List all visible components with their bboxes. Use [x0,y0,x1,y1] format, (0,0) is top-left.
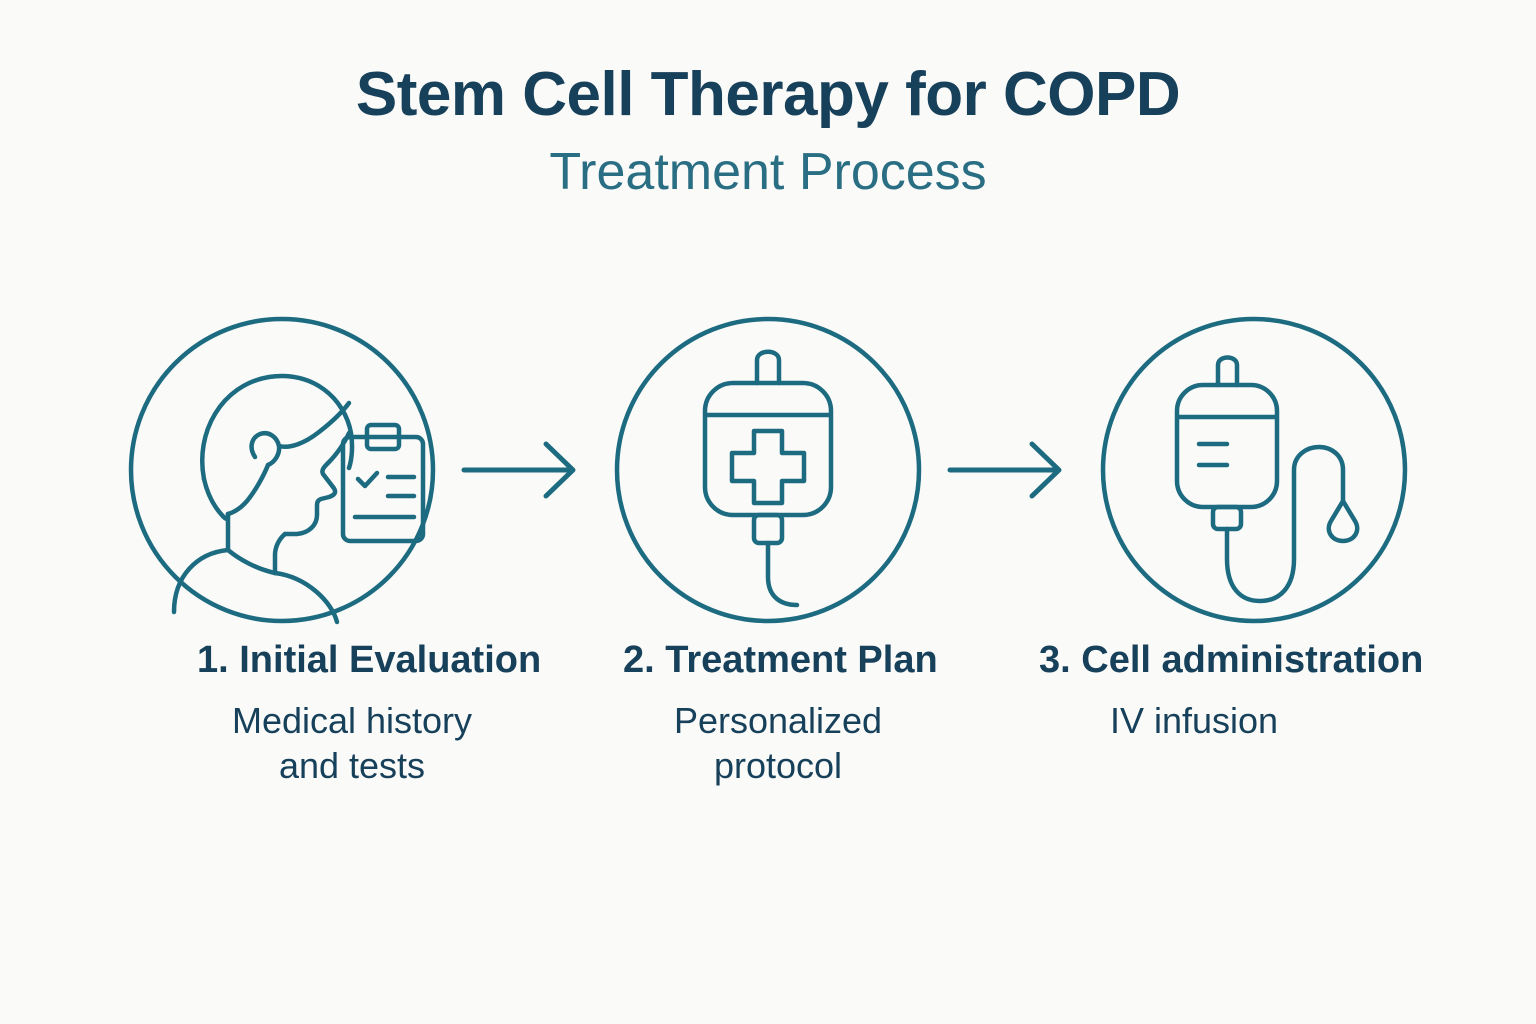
bag-hanger [1215,355,1240,388]
iv-tube [1224,444,1346,604]
step-2-description: Personalized protocol [623,698,933,788]
step-1-caption: 1. Initial Evaluation Medical history an… [197,639,542,788]
step-1-icon-circle [127,315,437,625]
step-1-desc-line-1: Medical history [231,699,473,741]
step-2-icon-circle [613,315,923,625]
step-2-title: 2. Treatment Plan [623,639,938,681]
connector-arrow-2 [923,410,1099,530]
step-2-desc-line-2: protocol [713,744,843,786]
connector-arrow-1 [437,410,613,530]
iv-bag-medical-cross-icon [614,316,922,624]
step-3-title: 3. Cell administration [1039,639,1424,681]
step-2-desc-line-1: Personalized [673,699,883,741]
header: Stem Cell Therapy for COPD Treatment Pro… [0,62,1536,203]
patient-profile-clipboard-icon [128,316,436,625]
bag-valve [751,512,785,546]
step-3-caption: 3. Cell administration IV infusion [1039,639,1424,743]
circle-outline [128,316,436,624]
step-3-desc-line-1: IV infusion [1109,699,1279,741]
medical-cross [729,428,807,506]
step-3-icon-circle [1099,315,1409,625]
step-1-desc-line-2: and tests [278,744,426,786]
step-2-caption: 2. Treatment Plan Personalized protocol [623,639,938,788]
bag-hanger [754,349,782,386]
step-captions-row: 1. Initial Evaluation Medical history an… [0,639,1536,788]
step-1-description: Medical history and tests [197,698,507,788]
drip-tube [765,540,800,608]
droplet-icon [1326,498,1360,544]
page-title: Stem Cell Therapy for COPD [355,60,1181,129]
arrow-right-icon [947,441,1062,499]
circle-outline [1100,316,1408,624]
bag-body [702,380,834,518]
process-steps-row [0,300,1536,640]
iv-bag-drip-tube-icon [1100,316,1408,624]
person-profile [171,373,355,625]
arrow-right-icon [461,441,576,499]
step-3-description: IV infusion [1039,698,1349,743]
circle-outline [614,316,922,624]
page-subtitle: Treatment Process [549,143,987,202]
step-1-title: 1. Initial Evaluation [197,639,542,681]
clipboard [340,422,426,544]
bag-valve [1210,504,1244,532]
